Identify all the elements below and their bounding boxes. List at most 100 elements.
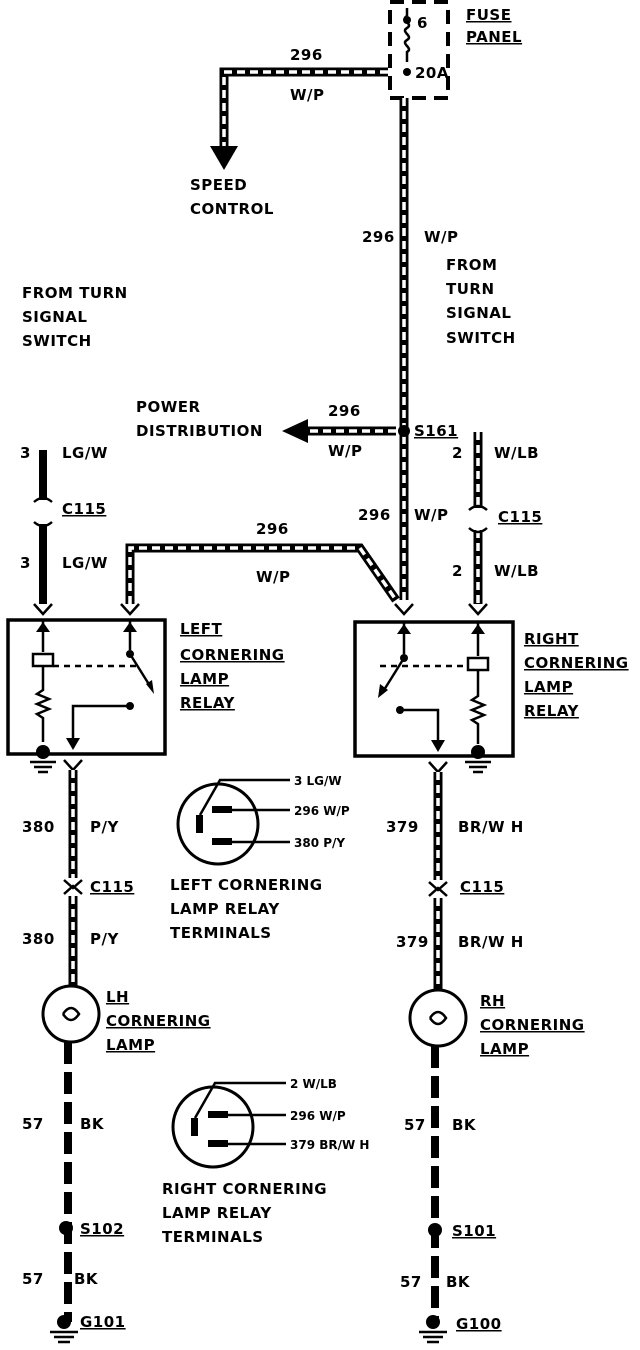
svg-text:BR/W H: BR/W H (458, 818, 524, 836)
svg-text:FROM: FROM (446, 256, 497, 274)
svg-text:TERMINALS: TERMINALS (162, 1228, 264, 1246)
splice-s102 (59, 1221, 73, 1235)
resistor-icon (33, 666, 53, 742)
svg-text:3 LG/W: 3 LG/W (294, 774, 342, 788)
main-feed-circuit: 296 (362, 228, 395, 246)
connector-c115-left-output: C115 (90, 878, 134, 896)
svg-text:TERMINALS: TERMINALS (170, 924, 272, 942)
connector-c115-right-input: C115 (498, 508, 542, 526)
fuse-rating: 20A (415, 64, 449, 82)
svg-text:LAMP: LAMP (180, 670, 229, 688)
svg-text:379 BR/W H: 379 BR/W H (290, 1138, 369, 1152)
speed-control-label-1: SPEED (190, 176, 247, 194)
svg-text:RELAY: RELAY (180, 694, 236, 712)
svg-text:LEFT CORNERING: LEFT CORNERING (170, 876, 323, 894)
svg-text:LG/W: LG/W (62, 444, 108, 462)
main-feed-wire: 296 W/P (362, 98, 459, 600)
svg-text:380: 380 (22, 818, 55, 836)
svg-text:380: 380 (22, 930, 55, 948)
svg-text:SWITCH: SWITCH (446, 329, 516, 347)
svg-text:296: 296 (328, 402, 361, 420)
svg-text:BK: BK (74, 1270, 99, 1288)
svg-text:RIGHT CORNERING: RIGHT CORNERING (162, 1180, 327, 1198)
svg-text:380 P/Y: 380 P/Y (294, 836, 345, 850)
svg-text:3: 3 (20, 444, 31, 462)
svg-text:SWITCH: SWITCH (22, 332, 92, 350)
svg-text:RELAY: RELAY (524, 702, 580, 720)
splice-s161 (398, 425, 410, 437)
left-relay-terminals-detail: 3 LG/W 296 W/P 380 P/Y LEFT CORNERING LA… (170, 774, 350, 942)
svg-text:S102: S102 (80, 1220, 124, 1238)
svg-text:57: 57 (22, 1115, 44, 1133)
svg-text:S101: S101 (452, 1222, 496, 1240)
from-turn-signal-left: FROM TURN SIGNAL SWITCH (22, 284, 128, 350)
ground-icon (419, 1330, 447, 1344)
svg-text:LG/W: LG/W (62, 554, 108, 572)
right-relay-terminals-detail: 2 W/LB 296 W/P 379 BR/W H RIGHT CORNERIN… (162, 1077, 369, 1246)
fuse-panel: 6 20A FUSE PANEL (388, 0, 522, 100)
svg-text:LAMP RELAY: LAMP RELAY (162, 1204, 272, 1222)
speed-control-label-2: CONTROL (190, 200, 274, 218)
left-cornering-lamp-relay: LEFT CORNERING LAMP RELAY (6, 618, 284, 774)
svg-text:BR/W H: BR/W H (458, 933, 524, 951)
power-distribution-branch: POWER DISTRIBUTION 296 W/P S161 (136, 398, 458, 460)
svg-text:CORNERING: CORNERING (106, 1012, 211, 1030)
svg-text:P/Y: P/Y (90, 818, 119, 836)
svg-text:57: 57 (400, 1273, 422, 1291)
lh-cornering-lamp-bulb-icon (41, 984, 101, 1044)
svg-text:W/P: W/P (414, 506, 449, 524)
speed-control-color: W/P (290, 86, 325, 104)
svg-text:BK: BK (452, 1116, 477, 1134)
svg-text:RIGHT: RIGHT (524, 630, 579, 648)
svg-text:CORNERING: CORNERING (524, 654, 629, 672)
speed-control-circuit: 296 (290, 46, 323, 64)
arrow-down-icon (210, 146, 238, 170)
resistor-icon (468, 670, 488, 744)
svg-text:296: 296 (358, 506, 391, 524)
connector-c115-right-output: C115 (460, 878, 504, 896)
speed-control-wire: 296 W/P SPEED CONTROL (190, 46, 388, 218)
svg-text:296 W/P: 296 W/P (294, 804, 350, 818)
svg-text:G100: G100 (456, 1315, 502, 1333)
svg-text:W/LB: W/LB (494, 562, 539, 580)
ground-icon (50, 1330, 78, 1344)
svg-text:W/P: W/P (328, 442, 363, 460)
main-feed-color: W/P (424, 228, 459, 246)
from-turn-signal-right: FROM TURN SIGNAL SWITCH (446, 256, 516, 347)
splice-s161-label: S161 (414, 422, 458, 440)
rh-cornering-lamp-bulb-icon (408, 988, 468, 1048)
ground-icon (465, 760, 491, 774)
svg-text:LAMP: LAMP (524, 678, 573, 696)
svg-text:LH: LH (106, 988, 129, 1006)
svg-text:3: 3 (20, 554, 31, 572)
right-cornering-lamp-relay: RIGHT CORNERING LAMP RELAY (353, 620, 629, 774)
svg-text:FROM TURN: FROM TURN (22, 284, 128, 302)
fuse-panel-label-1: FUSE (466, 6, 511, 24)
fuse-number: 6 (417, 14, 428, 32)
svg-text:DISTRIBUTION: DISTRIBUTION (136, 422, 263, 440)
svg-text:2: 2 (452, 562, 463, 580)
svg-text:LAMP: LAMP (480, 1040, 529, 1058)
svg-text:BK: BK (446, 1273, 471, 1291)
left-output-circuit: 380 P/Y C115 380 P/Y LH CORNERING LAMP 5… (22, 759, 211, 1344)
svg-text:379: 379 (396, 933, 429, 951)
left-input-wire: 3 LG/W C115 3 LG/W (20, 444, 108, 616)
svg-text:2 W/LB: 2 W/LB (290, 1077, 337, 1091)
fuse-panel-label-2: PANEL (466, 28, 522, 46)
svg-text:CORNERING: CORNERING (480, 1016, 585, 1034)
svg-text:W/LB: W/LB (494, 444, 539, 462)
arrow-left-icon (282, 419, 308, 443)
svg-text:W/P: W/P (256, 568, 291, 586)
right-input-wire: 2 W/LB C115 2 W/LB (452, 432, 542, 616)
svg-text:296 W/P: 296 W/P (290, 1109, 346, 1123)
svg-text:TURN: TURN (446, 280, 495, 298)
svg-text:296: 296 (256, 520, 289, 538)
svg-text:BK: BK (80, 1115, 105, 1133)
svg-text:SIGNAL: SIGNAL (22, 308, 87, 326)
svg-text:2: 2 (452, 444, 463, 462)
right-output-circuit: 379 BR/W H C115 379 BR/W H RH CORNERING … (386, 761, 585, 1344)
cross-feed-wire: 296 W/P 296 W/P (120, 506, 449, 616)
svg-text:POWER: POWER (136, 398, 201, 416)
svg-text:379: 379 (386, 818, 419, 836)
